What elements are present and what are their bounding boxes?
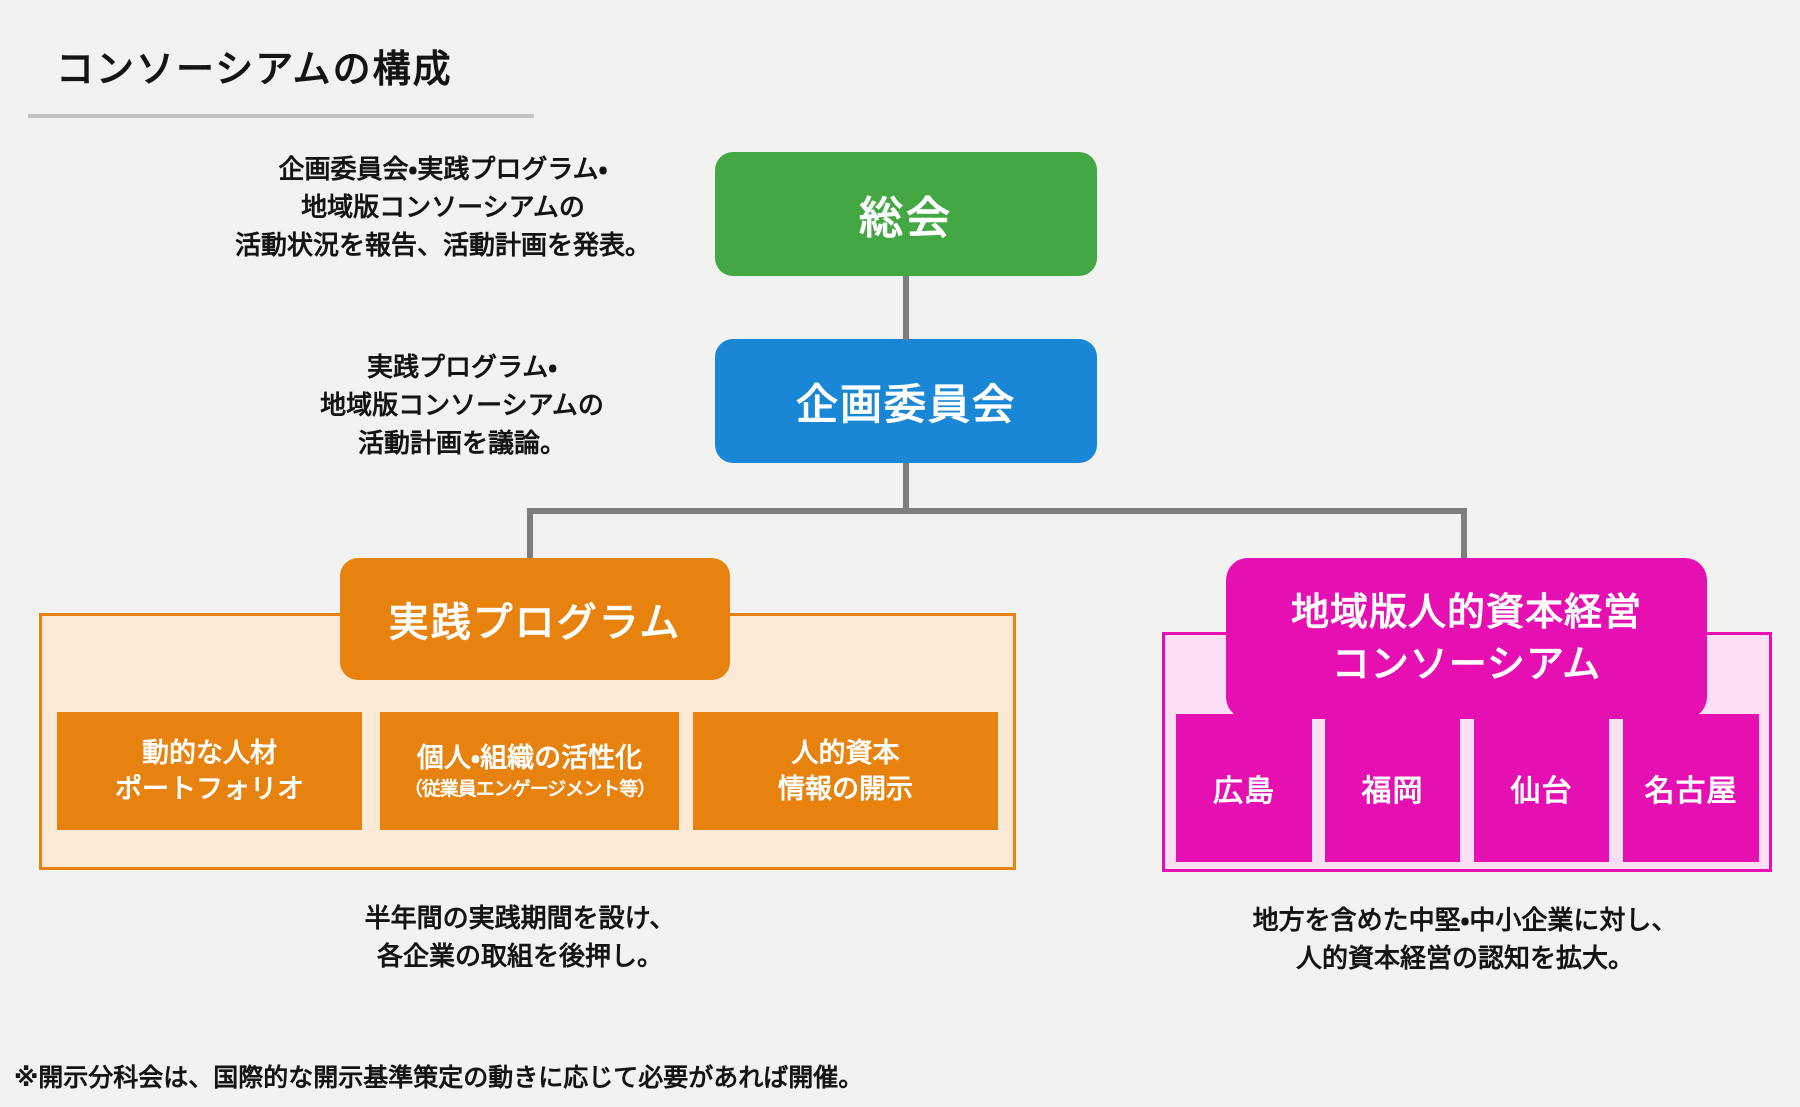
item-line: 動的な人材 [142, 738, 277, 768]
note-line: 人的資本経営の認知を拡大。 [1295, 943, 1634, 973]
note-line: 各企業の取組を後押し。 [376, 941, 663, 971]
node-label: 企画委員会 [795, 380, 1016, 428]
node-regional-consortium: 地域版人的資本経営 コンソーシアム [1226, 558, 1707, 719]
regional-item-hiroshima: 広島 [1176, 714, 1312, 862]
node-label-line: 地域版人的資本経営 [1290, 591, 1642, 634]
connector-branch-right-drop [1461, 508, 1467, 566]
footnote: ※開示分科会は、国際的な開示基準策定の動きに応じて必要があれば開催。 [14, 1064, 864, 1092]
title-underline [28, 114, 534, 118]
connector-committee-down [903, 463, 909, 514]
regional-item-nagoya: 名古屋 [1623, 714, 1759, 862]
practice-item-engagement: 個人・組織の活性化 （従業員エンゲージメント等） [380, 712, 679, 830]
item-label: 広島 [1213, 775, 1275, 808]
connector-branch-horizontal [527, 508, 1467, 514]
page-title: コンソーシアムの構成 [56, 49, 453, 91]
node-label: 総会 [859, 194, 953, 243]
node-general-assembly: 総会 [715, 152, 1097, 276]
item-line: （従業員エンゲージメント等） [403, 778, 657, 800]
node-practice-program: 実践プログラム [340, 558, 730, 680]
note-line: 企画委員会・実践プログラム・ [278, 154, 608, 184]
note-line: 地域版コンソーシアムの [320, 390, 604, 420]
practice-item-disclosure: 人的資本 情報の開示 [693, 712, 998, 830]
node-label-line: コンソーシアム [1331, 643, 1602, 686]
note-line: 活動状況を報告、活動計画を発表。 [234, 230, 651, 260]
connector-assembly-to-committee [903, 276, 909, 340]
node-planning-committee: 企画委員会 [715, 339, 1097, 463]
note-line: 地域版コンソーシアムの [301, 192, 585, 222]
general-assembly-note: 企画委員会・実践プログラム・ 地域版コンソーシアムの 活動状況を報告、活動計画を… [168, 150, 718, 264]
note-line: 地方を含めた中堅・中小企業に対し、 [1252, 905, 1678, 935]
item-line: 人的資本 [791, 738, 900, 768]
note-line: 半年間の実践期間を設け、 [364, 903, 676, 933]
item-label: 仙台 [1510, 775, 1573, 808]
item-label: 名古屋 [1644, 775, 1738, 808]
item-line: ポートフォリオ [115, 774, 304, 804]
practice-program-note: 半年間の実践期間を設け、 各企業の取組を後押し。 [245, 899, 795, 975]
regional-item-sendai: 仙台 [1474, 714, 1609, 862]
item-line: 情報の開示 [778, 774, 913, 804]
item-line: 個人・組織の活性化 [416, 742, 643, 773]
regional-item-fukuoka: 福岡 [1325, 714, 1460, 862]
regional-consortium-note: 地方を含めた中堅・中小企業に対し、 人的資本経営の認知を拡大。 [1140, 901, 1790, 977]
planning-committee-note: 実践プログラム・ 地域版コンソーシアムの 活動計画を議論。 [187, 348, 737, 462]
node-label: 実践プログラム [388, 601, 682, 645]
practice-item-dynamic-portfolio: 動的な人材 ポートフォリオ [57, 712, 362, 830]
note-line: 実践プログラム・ [366, 352, 558, 382]
connector-branch-left-drop [527, 508, 533, 564]
item-label: 福岡 [1361, 775, 1424, 808]
note-line: 活動計画を議論。 [357, 428, 566, 458]
